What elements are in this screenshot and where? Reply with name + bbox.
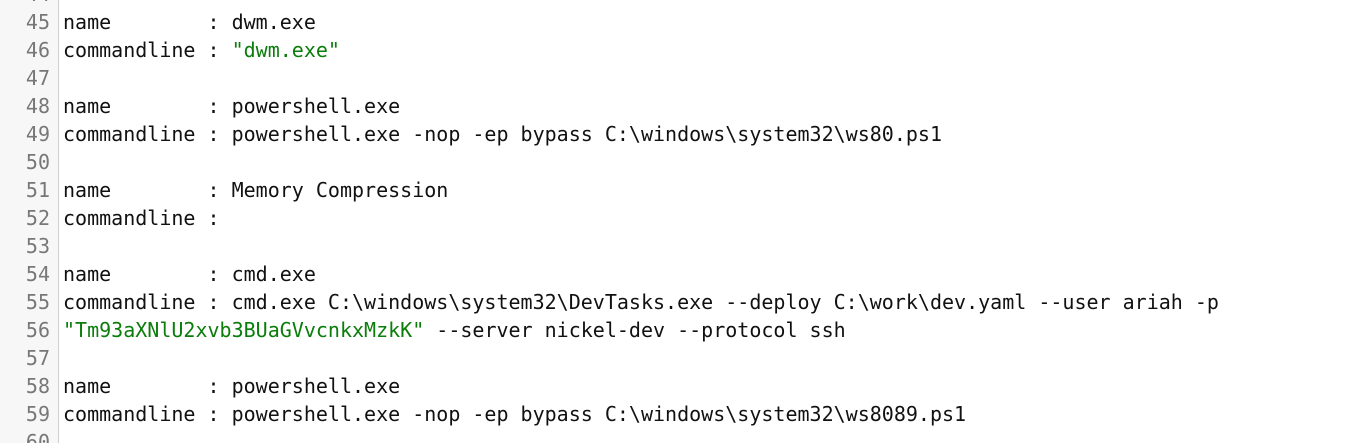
line-code: name : cmd.exe [63,260,316,288]
editor-line[interactable]: 50 [0,148,1358,176]
code-token: name : powershell.exe [63,374,401,398]
line-number: 58 [25,374,50,398]
code-token: name : powershell.exe [63,94,401,118]
editor-line[interactable]: 44 [0,0,1358,8]
string-token: "dwm.exe" [231,38,340,62]
line-code: "Tm93aXNlU2xvb3BUaGVvcnkxMzkK" --server … [63,316,846,344]
code-token: commandline : [63,38,232,62]
line-code: name : powershell.exe [63,372,400,400]
line-number: 45 [25,10,50,34]
code-token: name : dwm.exe [63,10,316,34]
editor-line[interactable]: 51 name : Memory Compression [0,176,1358,204]
line-code: commandline : "dwm.exe" [63,36,340,64]
editor-line[interactable]: 53 [0,232,1358,260]
line-number-gutter [0,0,59,443]
line-code: name : dwm.exe [63,8,316,36]
line-code: commandline : cmd.exe C:\windows\system3… [63,288,1219,316]
line-code: name : powershell.exe [63,92,400,120]
line-number: 57 [25,346,50,370]
editor-line[interactable]: 45 name : dwm.exe [0,8,1358,36]
line-number: 60 [25,430,50,443]
editor-line[interactable]: 52 commandline : [0,204,1358,232]
line-number: 54 [25,262,50,286]
editor-line[interactable]: 48 name : powershell.exe [0,92,1358,120]
code-token: name : Memory Compression [63,178,449,202]
editor-line[interactable]: 57 [0,344,1358,372]
editor-line[interactable]: 60 [0,428,1358,443]
line-code: commandline : powershell.exe -nop -ep by… [63,400,966,428]
editor-line[interactable]: 54 name : cmd.exe [0,260,1358,288]
line-number: 52 [25,206,50,230]
code-token: --server nickel-dev --protocol ssh [424,318,846,342]
line-number: 49 [25,122,50,146]
code-token: commandline : powershell.exe -nop -ep by… [63,402,967,426]
line-number: 46 [25,38,50,62]
line-number: 47 [25,66,50,90]
line-code: commandline : [63,204,220,232]
line-number: 59 [25,402,50,426]
editor-line[interactable]: 59 commandline : powershell.exe -nop -ep … [0,400,1358,428]
code-token: commandline : cmd.exe C:\windows\system3… [63,290,1219,314]
line-number: 44 [0,0,50,8]
code-token: commandline : powershell.exe -nop -ep by… [63,122,942,146]
string-token: "Tm93aXNlU2xvb3BUaGVvcnkxMzkK" [63,318,425,342]
editor-line[interactable]: 46 commandline : "dwm.exe" [0,36,1358,64]
line-number: 50 [25,150,50,174]
editor-line[interactable]: 56 "Tm93aXNlU2xvb3BUaGVvcnkxMzkK" --serve… [0,316,1358,344]
code-token: name : cmd.exe [63,262,316,286]
editor-line[interactable]: 55 commandline : cmd.exe C:\windows\syste… [0,288,1358,316]
line-code: name : Memory Compression [63,176,448,204]
line-number: 56 [25,318,50,342]
line-number: 51 [25,178,50,202]
line-code: commandline : powershell.exe -nop -ep by… [63,120,942,148]
editor-line[interactable]: 58 name : powershell.exe [0,372,1358,400]
line-number: 55 [25,290,50,314]
line-number: 48 [25,94,50,118]
editor-line[interactable]: 49 commandline : powershell.exe -nop -ep … [0,120,1358,148]
editor-line[interactable]: 47 [0,64,1358,92]
line-number: 53 [25,234,50,258]
code-token: commandline : [63,206,220,230]
